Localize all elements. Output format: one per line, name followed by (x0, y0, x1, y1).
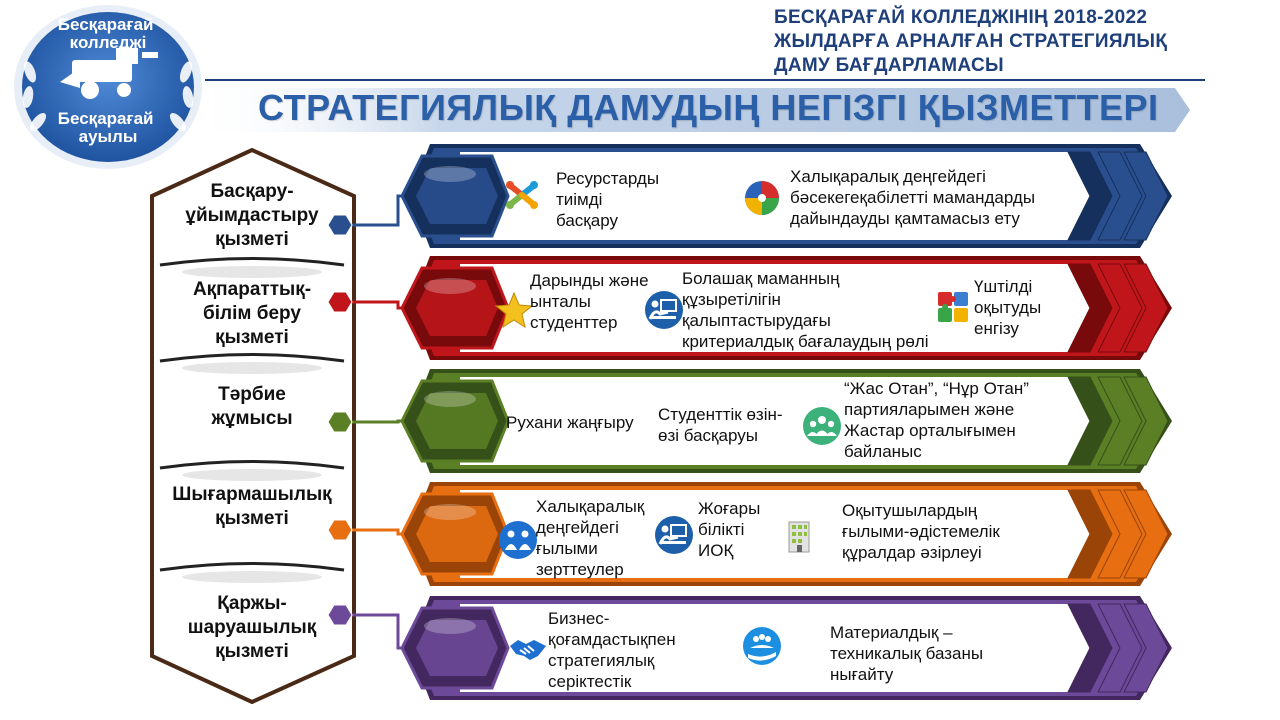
category-label-1: Басқару-ұйымдастыру қызметі (142, 180, 362, 252)
building-icon (780, 516, 820, 556)
item-text-line: Үштілді (974, 277, 1033, 296)
category-label-line: Шығармашылық (172, 484, 332, 505)
header-line-2: ЖЫЛДАРҒА АРНАЛҒАН СТРАТЕГИЯЛЫҚ (774, 31, 1168, 52)
item-text-line: ғылыми-әдістемелік (842, 522, 1000, 541)
category-label-line: білім беру (203, 303, 301, 324)
item-text-line: құралдар әзірлеуі (842, 543, 982, 562)
category-label-line: қызметі (215, 327, 289, 348)
item-text-line: құзыретілігін (682, 290, 781, 309)
item-text-line: Оқытушылардың (842, 501, 978, 520)
item-text-line: Материалдық – (830, 623, 953, 642)
item-text-line: Болашақ маманның (682, 269, 840, 288)
row-2-item-1: Дарынды және ынталы студенттер (530, 270, 649, 333)
puzzle-ball-icon (742, 178, 782, 218)
category-label-line: қызметі (215, 641, 289, 662)
star-icon (494, 290, 534, 330)
header-divider (205, 79, 1205, 81)
college-logo: Бесқарағай колледжі Бесқарағай ауылы (14, 5, 202, 169)
item-text-line: Дарынды және (530, 271, 649, 290)
item-text-line: Халықаралық деңгейдегі (790, 167, 986, 186)
category-label-4: Шығармашылық қызметі (142, 483, 362, 531)
category-panel (150, 148, 356, 704)
logo-top-text: Бесқарағай колледжі (58, 15, 158, 52)
item-text-line: ынталы (530, 292, 591, 311)
item-text-line: басқару (556, 211, 618, 230)
hand-people-icon (742, 626, 782, 666)
item-text-line: дайындауды қамтамасыз ету (790, 209, 1020, 228)
item-text-line: партияларымен және (844, 400, 1015, 419)
puzzle-pieces-icon (934, 286, 974, 326)
item-text-line: зерттеулер (536, 560, 624, 579)
handshake-icon (508, 628, 548, 668)
item-text-line: енгізу (974, 319, 1019, 338)
row-5-item-2: Материалдық – техникалық базаны нығайту (830, 622, 983, 685)
item-text-line: қоғамдастықпен (548, 630, 676, 649)
row-1-item-2: Халықаралық деңгейдегі бәсекегеқабілетті … (790, 166, 1035, 229)
category-label-5: Қаржы-шаруашылық қызметі (142, 592, 362, 664)
item-text-line: нығайту (830, 665, 894, 684)
row-4-item-1: Халықаралық деңгейдегі ғылыми зерттеулер (536, 496, 644, 580)
category-label-3: Тәрбие жұмысы (142, 383, 362, 431)
item-text-line: ғылыми (536, 539, 598, 558)
item-text-line: қалыптастырудағы (682, 311, 831, 330)
category-label-line: қызметі (215, 229, 289, 250)
item-text-line: критериалдық бағалаудың рөлі (682, 332, 929, 351)
category-label-line: шаруашылық (187, 617, 317, 638)
item-text-line: тиімді (556, 190, 603, 209)
logo-bottom-text: Бесқарағай ауылы (58, 109, 158, 146)
item-text-line: Жоғары (698, 499, 761, 518)
people-meeting-icon (498, 520, 538, 560)
item-text-line: Студенттік өзін- (658, 405, 783, 424)
group-icon (802, 406, 842, 446)
item-text-line: Халықаралық (536, 497, 645, 516)
teacher-icon (654, 515, 694, 555)
item-text-line: серіктестік (548, 672, 632, 691)
row-2-item-2: Болашақ маманның құзыретілігін қалыптастыр… (682, 268, 929, 352)
header-line-1: БЕСҚАРАҒАЙ КОЛЛЕДЖІНІҢ 2018-2022 (774, 7, 1148, 28)
category-label-line: ұйымдастыру (185, 205, 319, 226)
page-title: СТРАТЕГИЯЛЫҚ ДАМУДЫҢ НЕГІЗГІ ҚЫЗМЕТТЕРІ (258, 87, 1159, 128)
item-text-line: техникалық базаны (830, 644, 984, 663)
item-text-line: өзі басқаруы (658, 426, 758, 445)
category-label-line: Басқару- (210, 181, 294, 202)
item-text-line: байланыс (844, 442, 922, 461)
item-text-line: білікті (698, 520, 745, 539)
row-5-item-1: Бизнес-қоғамдастықпен стратегиялық серікте… (548, 608, 676, 692)
row-3-item-2: Студенттік өзін-өзі басқаруы (658, 404, 783, 446)
item-text-line: Жастар орталығымен (844, 421, 1016, 440)
item-text-line: Рухани жаңғыру (506, 413, 634, 432)
category-label-line: Ақпараттық- (192, 279, 312, 300)
row-4-item-3: Оқытушылардың ғылыми-әдістемелік құралдар … (842, 500, 1000, 563)
category-label-line: Қаржы- (217, 593, 287, 614)
category-label-line: жұмысы (211, 408, 293, 429)
row-3-item-3: “Жас Отан”, “Нұр Отан” партияларымен және… (844, 378, 1029, 462)
row-3-item-1: Рухани жаңғыру (506, 412, 634, 433)
item-text-line: студенттер (530, 313, 618, 332)
header-title: БЕСҚАРАҒАЙ КОЛЛЕДЖІНІҢ 2018-2022 ЖЫЛДАРҒ… (774, 6, 1244, 78)
item-text-line: бәсекегеқабілетті мамандарды (790, 188, 1036, 207)
category-label-line: Тәрбие (218, 384, 286, 405)
joomla-icon (502, 175, 542, 215)
item-text-line: Бизнес- (548, 609, 610, 628)
row-1-item-1: Ресурстарды тиімді басқару (556, 168, 659, 231)
banner-background (190, 88, 1190, 132)
row-2-item-3: Үштілді оқытуды енгізу (974, 276, 1041, 339)
category-label-line: қызметі (215, 508, 289, 529)
item-text-line: оқытуды (974, 298, 1042, 317)
presentation-icon (644, 290, 684, 330)
item-text-line: “Жас Отан”, “Нұр Отан” (844, 379, 1029, 398)
item-text-line: ИОҚ (698, 541, 734, 560)
header-line-3: ДАМУ БАҒДАРЛАМАСЫ (774, 55, 1004, 76)
item-text-line: стратегиялық (548, 651, 655, 670)
item-text-line: деңгейдегі (536, 518, 619, 537)
item-text-line: Ресурстарды (556, 169, 660, 188)
category-label-2: Ақпараттық-білім беру қызметі (142, 278, 362, 350)
